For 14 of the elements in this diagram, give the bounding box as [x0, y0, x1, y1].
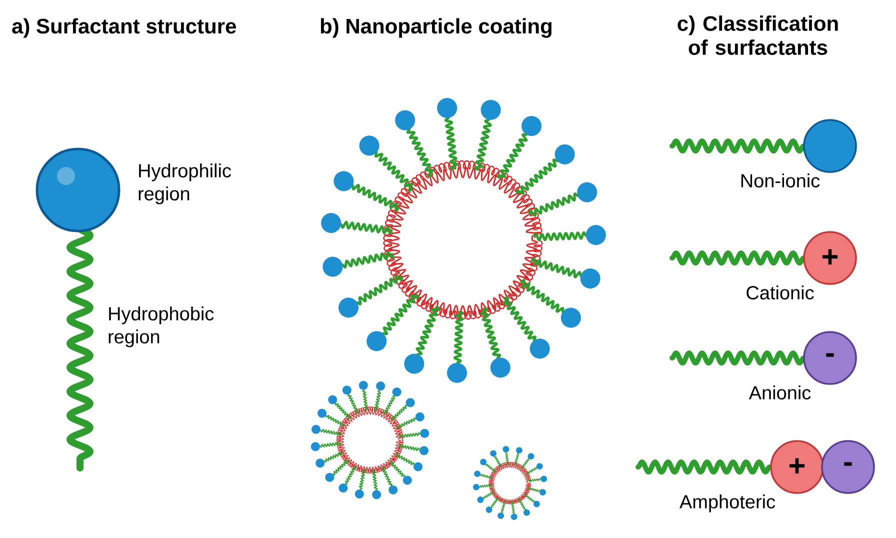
charged-head: - [803, 331, 857, 385]
panel-title: a) Surfactant structure [12, 18, 236, 38]
region-label: Hydrophilic region [138, 164, 231, 204]
panel-title: b) Nanoparticle coating [320, 18, 552, 38]
type-label: Amphoteric [680, 494, 776, 512]
head-circle [803, 119, 857, 173]
charged-head: + [803, 231, 857, 285]
charged-head: - [821, 440, 875, 494]
region-label: Hydrophobic region [108, 306, 214, 348]
panel-title: c) Classification of surfactants [678, 16, 838, 55]
type-label: Anionic [748, 386, 811, 400]
charged-head: + [770, 440, 824, 494]
type-label: Cationic [746, 286, 814, 300]
type-label: Non-ionic [741, 174, 820, 188]
